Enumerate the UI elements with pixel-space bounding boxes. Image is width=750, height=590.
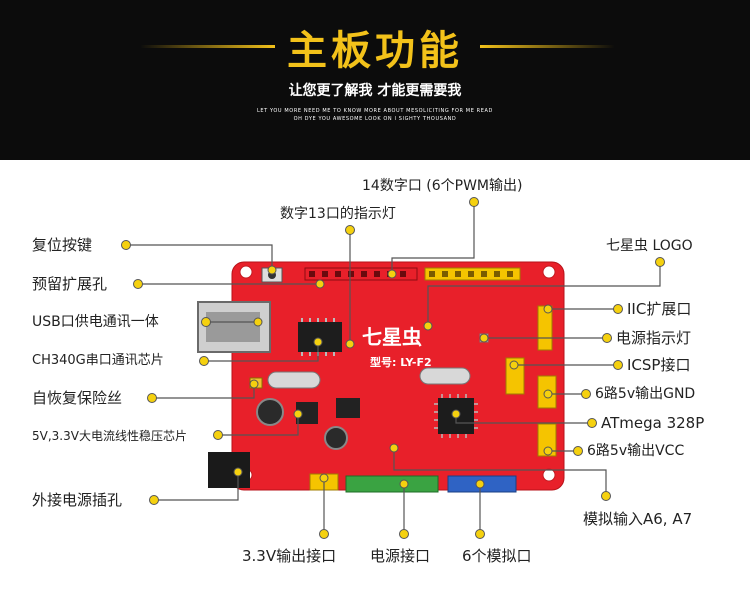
label-ch340g: CH340G串口通讯芯片: [32, 353, 164, 368]
vcc-header: [537, 423, 557, 457]
label-regulator: 5V,3.3V大电流线性稳压芯片: [32, 429, 187, 443]
callout-lines: [128, 202, 661, 534]
crystal: [267, 371, 321, 389]
label-icsp: ICSP接口: [627, 356, 691, 374]
label-usb: USB口供电通讯一体: [32, 314, 159, 330]
mounting-hole: [542, 468, 556, 482]
mounting-hole: [542, 265, 556, 279]
label-power-port: 电源接口: [370, 547, 431, 565]
label-fuse: 自恢复保险丝: [32, 389, 123, 407]
capacitor: [324, 426, 348, 450]
capacitor: [256, 398, 284, 426]
label-a6a7: 模拟输入A6, A7: [583, 510, 693, 528]
label-digital-pins: 14数字口 (6个PWM输出): [362, 178, 523, 194]
board-model-text: 型号: LY-F2: [370, 355, 432, 369]
label-analog6: 6个模拟口: [462, 547, 532, 565]
header-banner: 主板功能 让您更了解我 才能更需要我 LET YOU MORE NEED ME …: [0, 0, 750, 160]
label-iic: IIC扩展口: [627, 300, 692, 318]
tagline-line-1: LET YOU MORE NEED ME TO KNOW MORE ABOUT …: [257, 108, 493, 114]
dc-jack: [208, 452, 250, 488]
regulator-chip: [296, 402, 318, 424]
page-subtitle: 让您更了解我 才能更需要我: [288, 83, 462, 99]
board-logo-text: 七星虫: [362, 325, 422, 349]
mounting-hole: [239, 265, 253, 279]
regulator-chip: [336, 398, 360, 418]
callout-dots: [121, 197, 665, 539]
label-reset-button: 复位按键: [32, 236, 93, 254]
label-pin13-led: 数字13口的指示灯: [280, 206, 396, 222]
tagline-line-2: OH DYE YOU AWESOME LOOK ON I SIGHTY THOU…: [293, 116, 457, 122]
label-mcu: ATmega 328P: [601, 414, 705, 432]
label-power-jack: 外接电源插孔: [32, 491, 123, 509]
crystal: [419, 367, 471, 385]
label-power-led: 电源指示灯: [616, 329, 692, 347]
label-vcc-6: 6路5v输出VCC: [587, 443, 685, 459]
label-out33: 3.3V输出接口: [242, 547, 337, 565]
ch340-chip: [298, 322, 342, 352]
page-title: 主板功能: [287, 28, 463, 74]
label-reserved-holes: 预留扩展孔: [32, 275, 108, 293]
title-rule-left: [140, 45, 275, 48]
power-header: [345, 475, 439, 493]
label-logo: 七星虫 LOGO: [606, 238, 693, 254]
label-gnd-6: 6路5v输出GND: [595, 386, 696, 402]
title-rule-right: [480, 45, 615, 48]
